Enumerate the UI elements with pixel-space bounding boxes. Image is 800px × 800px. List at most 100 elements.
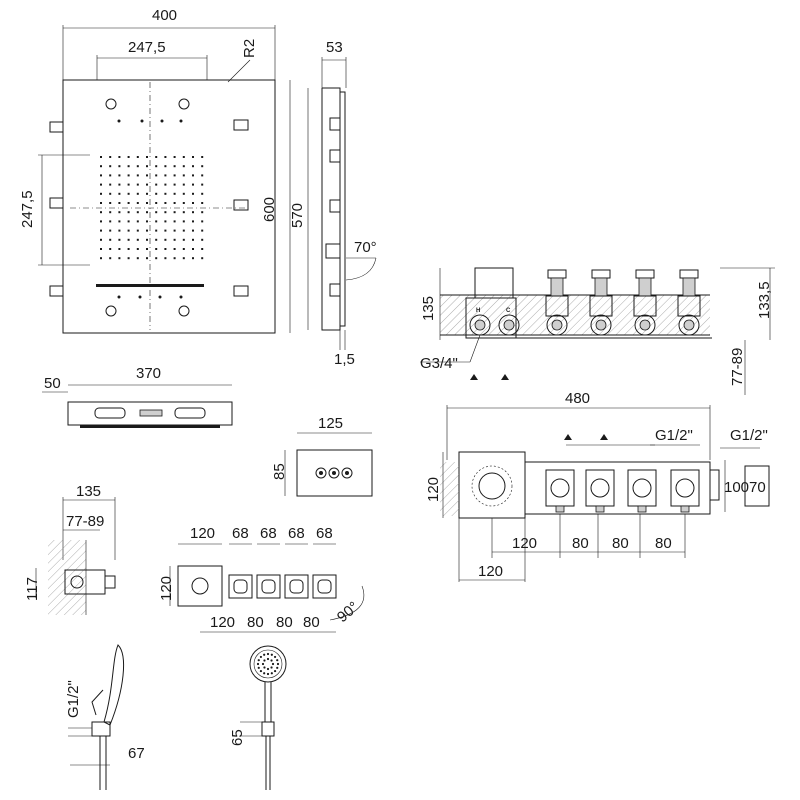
dim-outlet-depth: 135 bbox=[76, 483, 101, 500]
rain-nozzle bbox=[201, 220, 204, 223]
valve-body bbox=[633, 295, 657, 317]
rain-nozzle bbox=[136, 220, 139, 223]
rain-nozzle bbox=[100, 211, 102, 214]
rain-nozzle bbox=[118, 192, 121, 195]
valve-cap bbox=[547, 269, 567, 279]
valve-body bbox=[589, 295, 613, 317]
valve-port-inner bbox=[551, 319, 563, 331]
hand-nozzle bbox=[271, 662, 275, 666]
dim-main-plate-width: 120 bbox=[190, 525, 215, 542]
hand-thread: G1/2" bbox=[65, 680, 82, 718]
rain-nozzle bbox=[192, 238, 194, 241]
rain-nozzle bbox=[136, 211, 139, 214]
rain-nozzle bbox=[109, 192, 112, 195]
rain-nozzle bbox=[100, 165, 102, 168]
dim-plates-angle: 90° bbox=[334, 598, 362, 626]
rain-nozzle bbox=[192, 211, 194, 214]
rain-nozzle bbox=[164, 211, 167, 214]
rain-nozzle bbox=[118, 220, 121, 223]
rain-nozzle bbox=[192, 257, 194, 260]
dim-outlet-height: 117 bbox=[24, 577, 41, 601]
rain-nozzle bbox=[136, 229, 139, 232]
rain-nozzle bbox=[146, 183, 148, 186]
rain-nozzle bbox=[100, 238, 102, 241]
valve-port bbox=[546, 314, 568, 336]
dim-top-margin: 50 bbox=[44, 375, 61, 392]
rain-nozzle bbox=[109, 238, 112, 241]
rain-nozzle bbox=[100, 192, 102, 195]
rain-nozzle bbox=[118, 229, 121, 232]
rain-nozzle bbox=[118, 174, 121, 177]
rain-nozzle bbox=[173, 229, 176, 232]
rain-nozzle bbox=[146, 156, 148, 158]
plan-valve-ring bbox=[675, 478, 695, 498]
rain-nozzle bbox=[146, 220, 148, 223]
dim-plan-depth-b: 70 bbox=[749, 479, 766, 496]
dim-plate-height: 85 bbox=[271, 463, 288, 480]
rain-nozzle bbox=[109, 229, 112, 232]
waterfall-blade bbox=[96, 284, 204, 287]
rain-nozzle bbox=[201, 211, 204, 214]
rain-nozzle bbox=[136, 202, 139, 204]
dim-side-height: 570 bbox=[289, 203, 306, 228]
rain-nozzle bbox=[118, 183, 121, 186]
rain-nozzle bbox=[146, 174, 148, 177]
valve-stem bbox=[550, 277, 564, 297]
plan-valve-ring bbox=[550, 478, 570, 498]
dim-spacing-a: 120 bbox=[512, 535, 537, 552]
rain-nozzle bbox=[118, 211, 121, 214]
rain-nozzle bbox=[127, 257, 130, 260]
rain-nozzle bbox=[192, 248, 194, 250]
rain-nozzle bbox=[173, 156, 176, 158]
rain-nozzle bbox=[146, 165, 148, 168]
rain-nozzle bbox=[201, 202, 204, 204]
rain-nozzle bbox=[164, 248, 167, 250]
outlet-thread-a: G1/2" bbox=[655, 427, 693, 444]
rain-nozzle bbox=[155, 174, 158, 177]
rain-nozzle bbox=[118, 248, 121, 250]
panel-top-view: 50 370 bbox=[42, 365, 233, 428]
rain-nozzle bbox=[155, 220, 158, 223]
plan-valve-tab bbox=[555, 505, 565, 513]
rain-nozzle bbox=[127, 229, 130, 232]
dim-top-width: 370 bbox=[136, 365, 161, 382]
rain-nozzle bbox=[155, 165, 158, 168]
rain-nozzle bbox=[109, 257, 112, 260]
rain-nozzle bbox=[100, 248, 102, 250]
rain-nozzle bbox=[155, 202, 158, 204]
rain-nozzle bbox=[173, 165, 176, 168]
rain-nozzle bbox=[100, 156, 102, 158]
wall-outlet-view: 135 77-89 117 bbox=[24, 483, 116, 615]
rain-nozzle bbox=[164, 238, 167, 241]
valve-cap bbox=[635, 269, 655, 279]
dim-radius: R2 bbox=[241, 39, 258, 58]
valve-stems bbox=[545, 269, 701, 336]
dim-spacing-3: 80 bbox=[276, 614, 293, 631]
rain-nozzle bbox=[127, 202, 130, 204]
valve-cap bbox=[679, 269, 699, 279]
dim-spacing-1: 120 bbox=[210, 614, 235, 631]
valve-port bbox=[678, 314, 700, 336]
valve-port-inner bbox=[683, 319, 695, 331]
dim-small-1: 68 bbox=[232, 525, 249, 542]
plan-valve-ring bbox=[590, 478, 610, 498]
small-cover-plate bbox=[312, 574, 337, 599]
rain-nozzle bbox=[192, 156, 194, 158]
hot-label: H bbox=[476, 308, 480, 314]
dim-small-4: 68 bbox=[316, 525, 333, 542]
dim-side-angle: 70° bbox=[354, 239, 377, 256]
dim-small-2: 68 bbox=[260, 525, 277, 542]
rain-nozzle bbox=[182, 248, 185, 250]
rain-nozzle bbox=[192, 192, 194, 195]
hand-nozzle bbox=[257, 666, 260, 669]
rain-nozzle bbox=[164, 174, 167, 177]
rain-nozzle bbox=[201, 156, 204, 158]
rain-nozzle bbox=[164, 202, 167, 204]
rain-nozzle bbox=[109, 174, 112, 177]
hand-nozzle bbox=[266, 672, 270, 676]
rain-nozzle bbox=[118, 257, 121, 260]
dim-side-offset: 1,5 bbox=[334, 351, 355, 368]
plan-valve-box bbox=[627, 469, 657, 507]
rain-nozzle bbox=[127, 238, 130, 241]
rain-nozzle bbox=[127, 248, 130, 250]
